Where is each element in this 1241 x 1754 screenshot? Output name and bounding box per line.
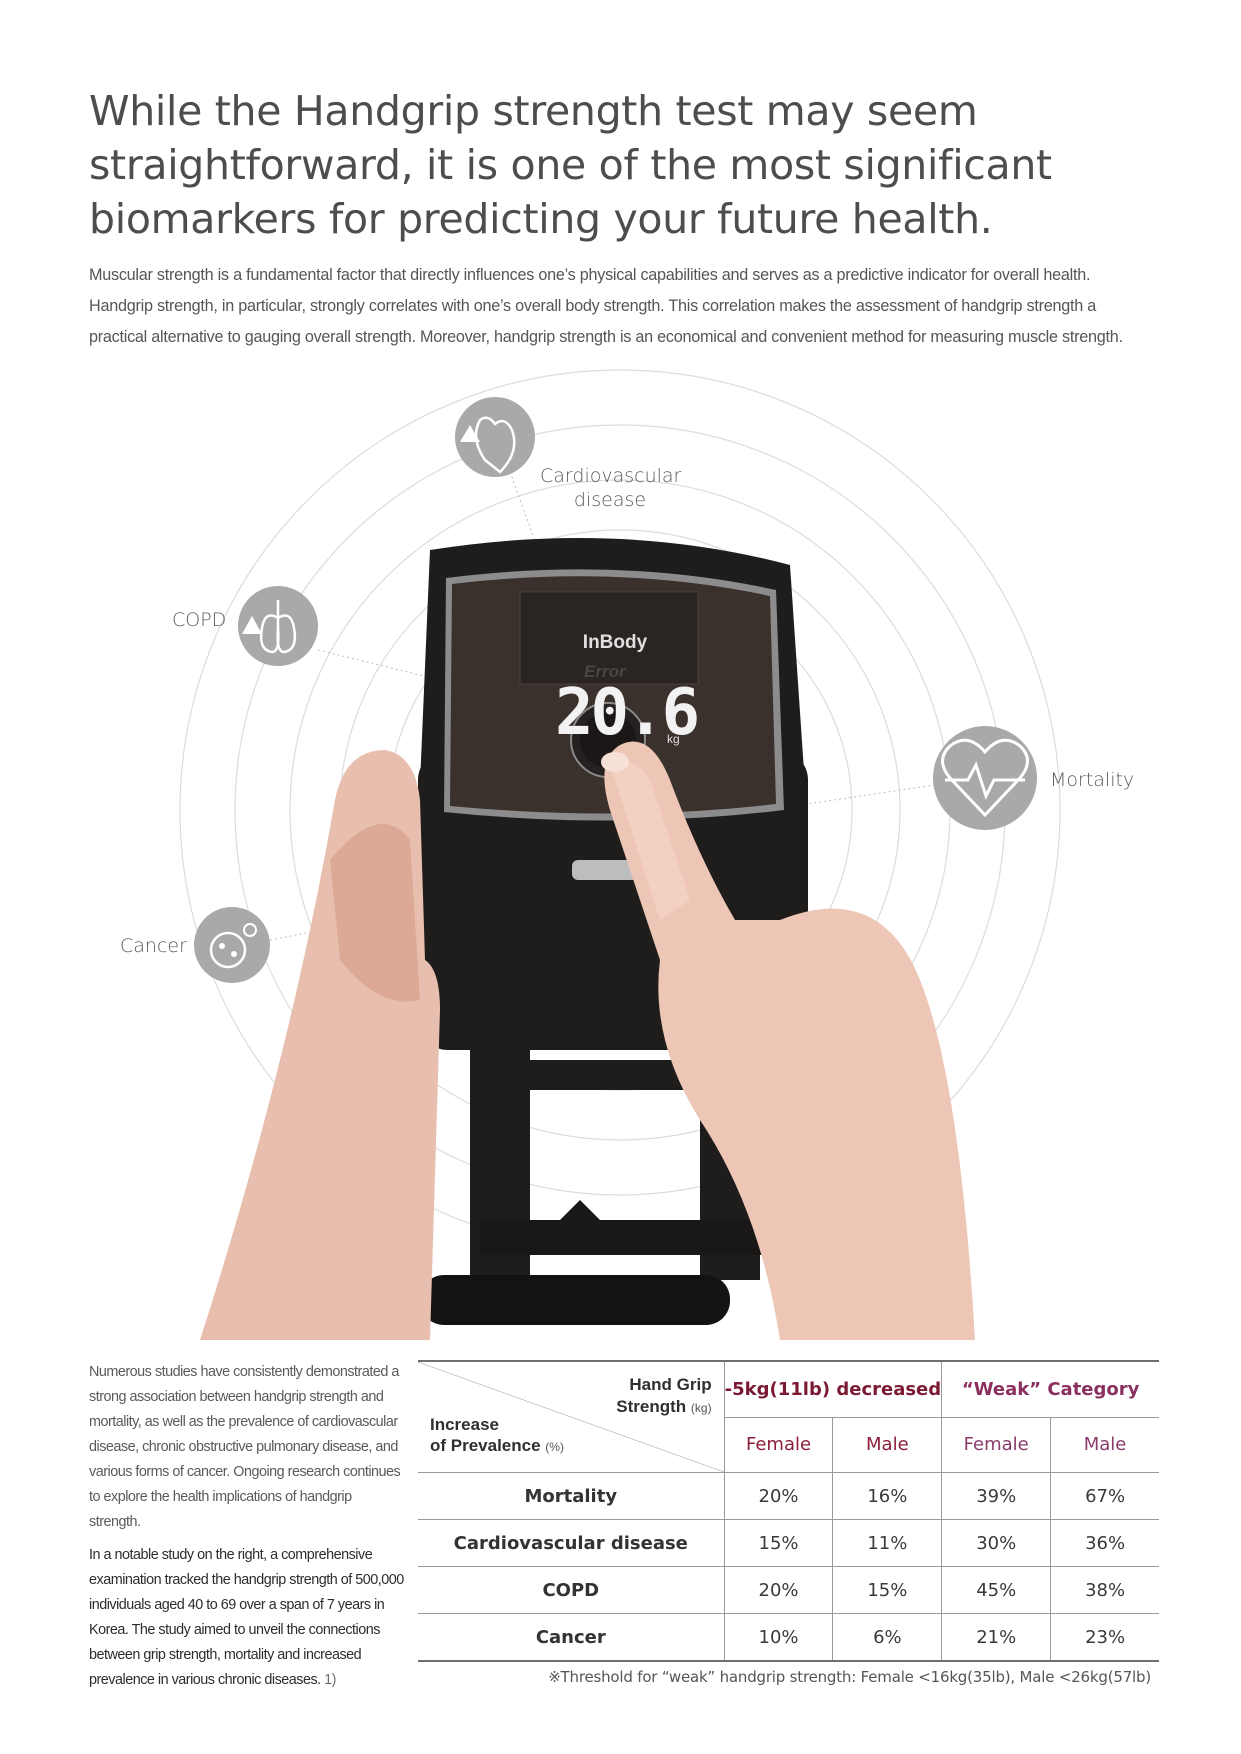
- threshold-footnote: ※Threshold for “weak” handgrip strength:…: [548, 1668, 1151, 1686]
- label-line: disease: [573, 489, 647, 511]
- lcd-ghost-text: Error: [584, 662, 626, 681]
- study-paragraph-2-text: In a notable study on the right, a compr…: [89, 1547, 404, 1688]
- device-brand-logo: InBody: [582, 632, 648, 653]
- table-cell: 39%: [941, 1472, 1052, 1520]
- subheader-male: Male: [832, 1416, 943, 1473]
- label-copd: COPD: [172, 609, 227, 631]
- table-cell: 20%: [723, 1566, 834, 1614]
- lungs-warning-icon: [259, 600, 297, 654]
- corner-top-line2: Strength: [616, 1397, 687, 1416]
- label-cancer: Cancer: [120, 935, 187, 957]
- table-row: Mortality 20% 16% 39% 67%: [418, 1472, 1159, 1520]
- intro-line: practical alternative to gauging overall…: [89, 328, 1123, 346]
- table-cell: 45%: [941, 1566, 1052, 1614]
- subheader-female: Female: [724, 1416, 834, 1473]
- corner-bottom-line1: Increase: [430, 1415, 499, 1434]
- headline-line: straightforward, it is one of the most s…: [89, 141, 1052, 189]
- illustration-graphic: [179, 369, 1061, 1340]
- table-row: Cancer 10% 6% 21% 23%: [418, 1613, 1159, 1662]
- table-cell: 23%: [1050, 1613, 1159, 1662]
- intro-line: Muscular strength is a fundamental facto…: [89, 266, 1091, 284]
- subheader-male: Male: [1050, 1416, 1159, 1473]
- study-paragraph-2: In a notable study on the right, a compr…: [89, 1543, 404, 1693]
- label-mortality: Mortality: [1050, 769, 1135, 791]
- table-cell: 67%: [1050, 1472, 1159, 1520]
- headline-line: biomarkers for predicting your future he…: [89, 195, 993, 243]
- row-label: Cancer: [418, 1613, 725, 1662]
- prevalence-table: Hand Grip Strength (kg) Increase of Prev…: [418, 1360, 1159, 1662]
- corner-bottom-line2: of Prevalence: [430, 1436, 541, 1455]
- table-cell: 15%: [832, 1566, 943, 1614]
- table-cell: 10%: [723, 1613, 834, 1662]
- table-cell: 38%: [1050, 1566, 1159, 1614]
- group-header-decreased: -5kg(11lb) decreased: [723, 1360, 943, 1418]
- handgrip-illustration: Cardiovascular disease COPD Mortality Ca…: [0, 360, 1241, 1340]
- table-subheader-row: Female Male Female Male: [418, 1416, 1159, 1473]
- mortality-icon-circle: [933, 726, 1037, 830]
- row-label: Mortality: [418, 1472, 725, 1520]
- group-header-weak: “Weak” Category: [941, 1360, 1159, 1418]
- corner-top-unit: (kg): [690, 1401, 712, 1415]
- lcd-unit: kg: [667, 732, 680, 746]
- table-cell: 15%: [723, 1519, 834, 1567]
- table-cell: 20%: [723, 1472, 834, 1520]
- table-cell: 30%: [941, 1519, 1052, 1567]
- table-cell: 36%: [1050, 1519, 1159, 1567]
- corner-top-line1: Hand Grip: [629, 1375, 712, 1394]
- row-label: COPD: [418, 1566, 725, 1614]
- table-corner-header: Hand Grip Strength (kg) Increase of Prev…: [418, 1360, 725, 1473]
- corner-bottom: Increase of Prevalence (%): [430, 1414, 564, 1458]
- heartbeat-icon: [941, 738, 1029, 818]
- row-label: Cardiovascular disease: [418, 1519, 725, 1567]
- copd-icon-circle: [238, 586, 318, 666]
- table-cell: 16%: [832, 1472, 943, 1520]
- table-cell: 6%: [832, 1613, 943, 1662]
- subheader-female: Female: [941, 1416, 1052, 1473]
- headline-line: While the Handgrip strength test may see…: [89, 87, 978, 135]
- lcd-reading: 20.6: [555, 676, 700, 750]
- corner-bottom-unit: (%): [545, 1440, 564, 1454]
- intro-paragraph: Muscular strength is a fundamental facto…: [89, 260, 1164, 353]
- reference-mark: 1): [324, 1672, 336, 1688]
- cancer-cell-icon: [209, 931, 247, 969]
- table-cell: 11%: [832, 1519, 943, 1567]
- headline: While the Handgrip strength test may see…: [89, 84, 1169, 246]
- label-line: Cardiovascular: [540, 465, 682, 487]
- study-paragraph-1: Numerous studies have consistently demon…: [89, 1364, 401, 1530]
- study-description: Numerous studies have consistently demon…: [89, 1360, 404, 1693]
- cardio-icon-circle: [455, 397, 535, 477]
- label-cardiovascular: Cardiovascular disease: [540, 464, 682, 512]
- hands: [200, 741, 975, 1340]
- intro-line: Handgrip strength, in particular, strong…: [89, 297, 1097, 315]
- table-cell: 21%: [941, 1613, 1052, 1662]
- heart-warning-icon: [474, 416, 516, 474]
- prevalence-table-wrapper: Hand Grip Strength (kg) Increase of Prev…: [418, 1360, 1159, 1662]
- cancer-icon-circle: [194, 907, 270, 983]
- table-header-row: Hand Grip Strength (kg) Increase of Prev…: [418, 1360, 1159, 1473]
- corner-top: Hand Grip Strength (kg): [616, 1374, 711, 1419]
- table-row: COPD 20% 15% 45% 38%: [418, 1566, 1159, 1614]
- table-row: Cardiovascular disease 15% 11% 30% 36%: [418, 1519, 1159, 1567]
